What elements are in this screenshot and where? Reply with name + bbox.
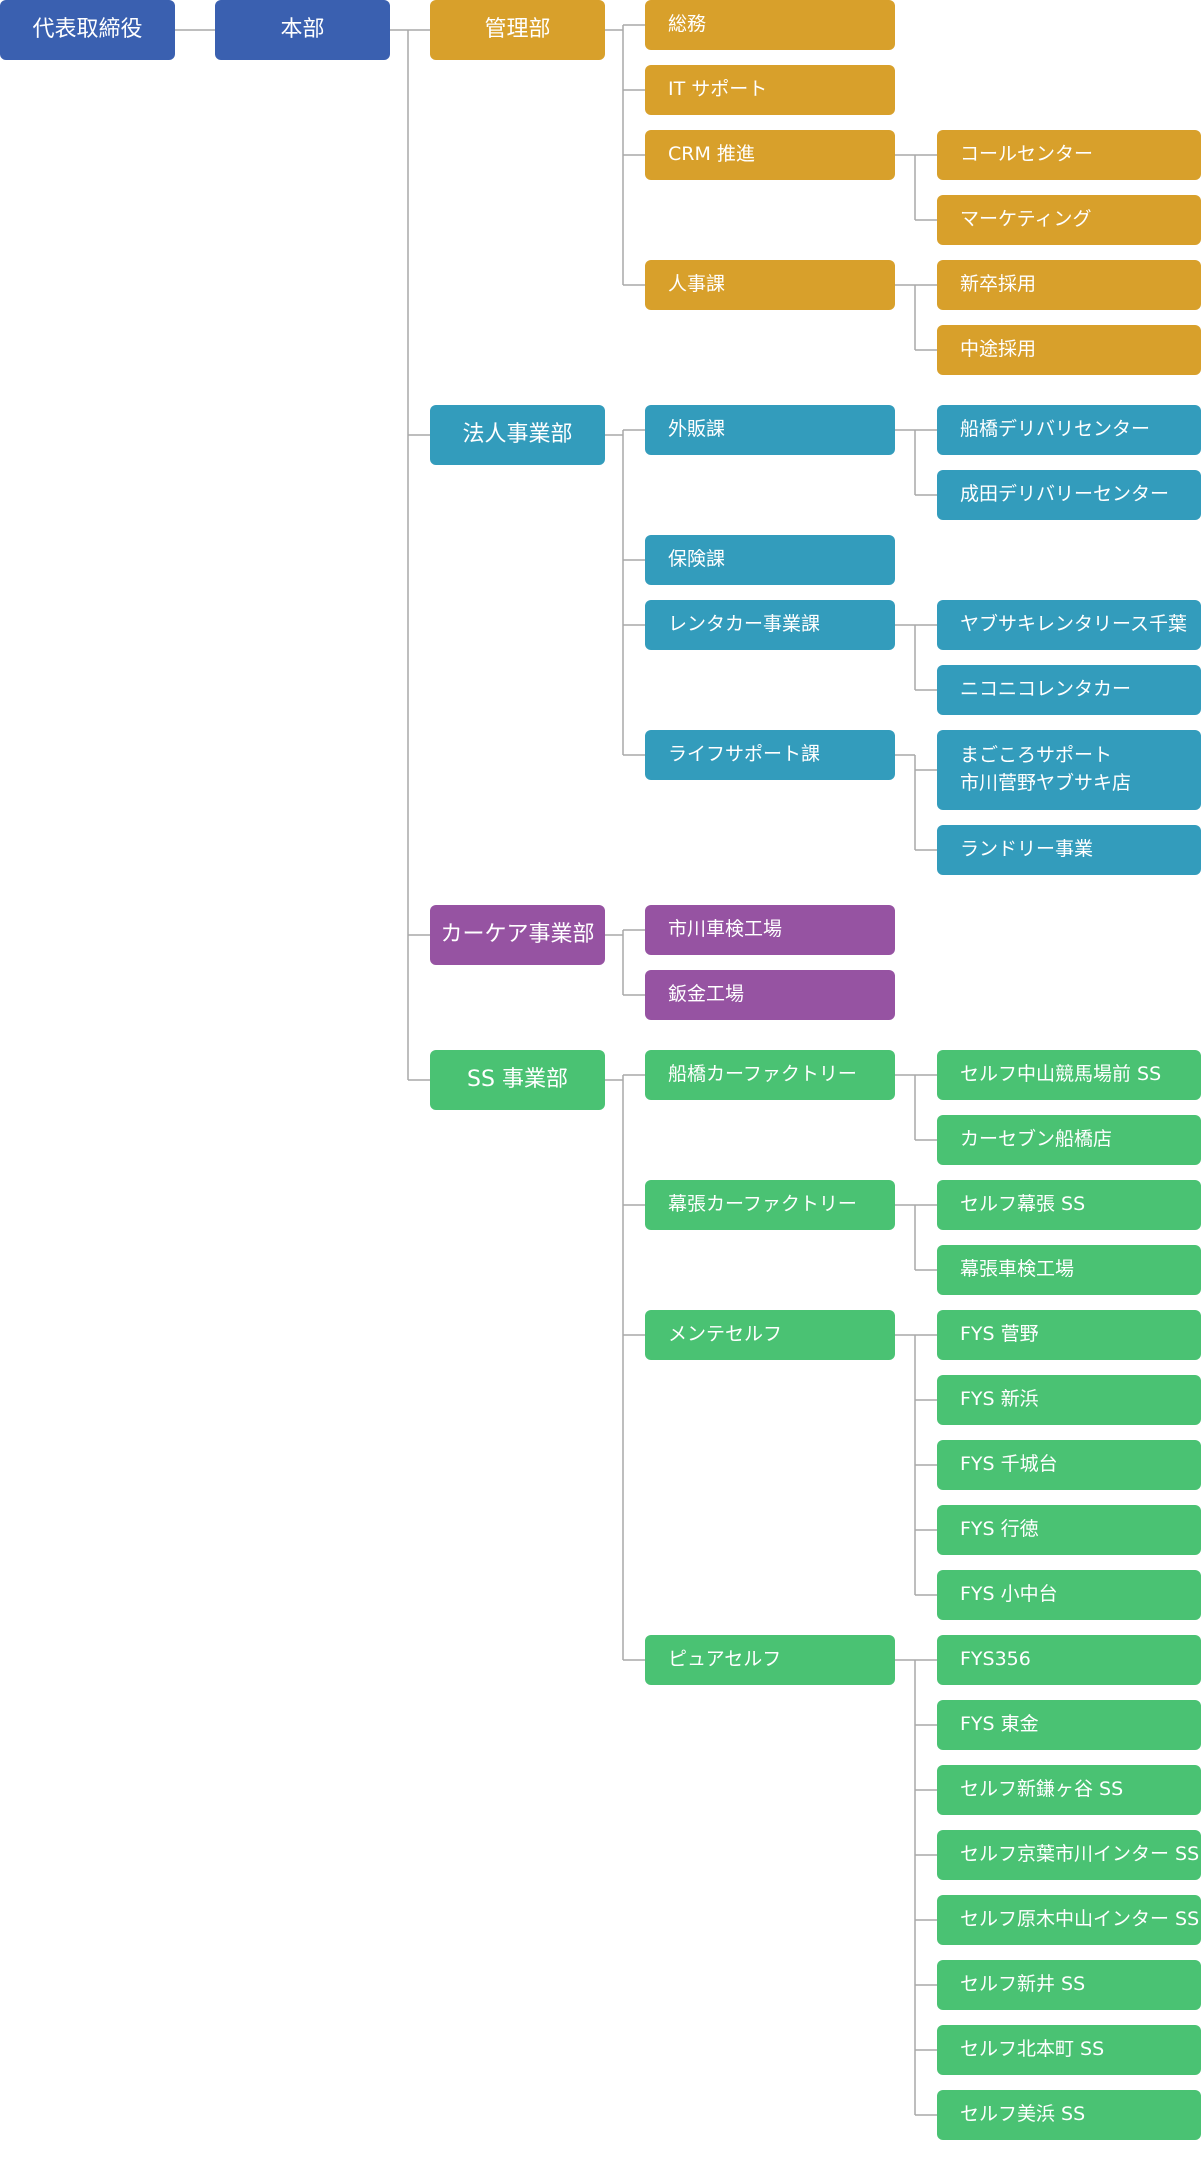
org-node-label: ヤブサキレンタリース千葉: [960, 613, 1188, 636]
org-node-label: セルフ北本町 SS: [960, 2038, 1105, 2061]
org-node-level-4: マーケティング: [937, 195, 1201, 245]
org-node-level-3: メンテセルフ: [645, 1310, 895, 1360]
org-node-label: 本部: [280, 17, 325, 43]
org-node-level-4: ランドリー事業: [937, 825, 1201, 875]
org-node-level-3: 船橋カーファクトリー: [645, 1050, 895, 1100]
org-node-level-4: コールセンター: [937, 130, 1201, 180]
org-node-label: 新卒採用: [960, 273, 1037, 296]
org-node-label: 船橋デリバリセンター: [960, 418, 1151, 441]
org-node-label: 管理部: [484, 17, 551, 43]
org-node-label: FYS356: [960, 1648, 1031, 1671]
org-node-level-0: 代表取締役: [0, 0, 175, 60]
org-node-level-2: カーケア事業部: [430, 905, 605, 965]
org-node-label: セルフ新井 SS: [960, 1973, 1086, 1996]
org-node-level-4: セルフ北本町 SS: [937, 2025, 1201, 2075]
org-node-label: レンタカー事業課: [668, 613, 821, 636]
org-node-level-4: ニコニコレンタカー: [937, 665, 1201, 715]
org-node-label: ライフサポート課: [668, 743, 821, 766]
org-node-label: CRM 推進: [668, 143, 755, 166]
org-node-label: マーケティング: [960, 208, 1092, 231]
org-node-level-4: FYS 行徳: [937, 1505, 1201, 1555]
org-node-label: ランドリー事業: [960, 838, 1094, 861]
org-node-level-4: セルフ幕張 SS: [937, 1180, 1201, 1230]
org-node-label: セルフ新鎌ヶ谷 SS: [960, 1778, 1124, 1801]
org-node-label: カーケア事業部: [440, 922, 595, 948]
org-node-level-4: 船橋デリバリセンター: [937, 405, 1201, 455]
org-node-level-4: FYS 東金: [937, 1700, 1201, 1750]
org-node-label: メンテセルフ: [668, 1323, 783, 1346]
org-node-level-4: セルフ原木中山インター SS: [937, 1895, 1201, 1945]
org-node-level-4: FYS 菅野: [937, 1310, 1201, 1360]
org-node-level-4: 中途採用: [937, 325, 1201, 375]
org-node-level-2: 法人事業部: [430, 405, 605, 465]
org-node-label: FYS 菅野: [960, 1323, 1039, 1346]
org-node-label: 総務: [668, 13, 707, 36]
org-node-level-3: 外販課: [645, 405, 895, 455]
org-node-label: ニコニコレンタカー: [960, 678, 1132, 701]
org-node-label: セルフ京葉市川インター SS: [960, 1843, 1200, 1866]
org-node-label: カーセブン船橋店: [960, 1128, 1113, 1151]
org-node-label: 法人事業部: [462, 422, 573, 448]
org-node-label: まごころサポート 市川菅野ヤブサキ店: [960, 744, 1132, 794]
org-node-label: セルフ美浜 SS: [960, 2103, 1086, 2126]
org-node-level-3: レンタカー事業課: [645, 600, 895, 650]
org-node-label: 船橋カーファクトリー: [668, 1063, 857, 1086]
org-node-level-3: CRM 推進: [645, 130, 895, 180]
org-node-label: FYS 小中台: [960, 1583, 1058, 1606]
org-node-level-2: 管理部: [430, 0, 605, 60]
org-node-level-4: FYS 新浜: [937, 1375, 1201, 1425]
org-node-level-1: 本部: [215, 0, 390, 60]
org-node-level-4: 新卒採用: [937, 260, 1201, 310]
org-node-level-3: 人事課: [645, 260, 895, 310]
org-node-label: FYS 千城台: [960, 1453, 1058, 1476]
org-node-label: FYS 新浜: [960, 1388, 1039, 1411]
org-node-label: 鈑金工場: [668, 983, 745, 1006]
org-node-level-3: 幕張カーファクトリー: [645, 1180, 895, 1230]
org-node-level-3: ライフサポート課: [645, 730, 895, 780]
org-node-level-4: FYS356: [937, 1635, 1201, 1685]
org-node-level-4: セルフ美浜 SS: [937, 2090, 1201, 2140]
org-node-label: 人事課: [668, 273, 726, 296]
org-node-level-4: ヤブサキレンタリース千葉: [937, 600, 1201, 650]
org-node-label: セルフ幕張 SS: [960, 1193, 1086, 1216]
org-node-label: 幕張車検工場: [960, 1258, 1075, 1281]
org-node-label: セルフ原木中山インター SS: [960, 1908, 1200, 1931]
org-node-label: 市川車検工場: [668, 918, 783, 941]
org-node-level-4: 成田デリバリーセンター: [937, 470, 1201, 520]
org-node-level-4: セルフ新井 SS: [937, 1960, 1201, 2010]
org-node-level-3: IT サポート: [645, 65, 895, 115]
org-node-label: 代表取締役: [32, 17, 143, 43]
org-node-level-4: FYS 小中台: [937, 1570, 1201, 1620]
org-node-label: SS 事業部: [467, 1067, 568, 1093]
org-node-label: コールセンター: [960, 143, 1094, 166]
org-node-level-3: 市川車検工場: [645, 905, 895, 955]
org-node-label: FYS 東金: [960, 1713, 1039, 1736]
org-node-level-3: 総務: [645, 0, 895, 50]
org-node-level-4: まごころサポート 市川菅野ヤブサキ店: [937, 730, 1201, 810]
org-node-level-4: FYS 千城台: [937, 1440, 1201, 1490]
org-node-label: 保険課: [668, 548, 726, 571]
org-node-level-3: 鈑金工場: [645, 970, 895, 1020]
org-node-level-3: ピュアセルフ: [645, 1635, 895, 1685]
org-node-level-4: セルフ京葉市川インター SS: [937, 1830, 1201, 1880]
org-node-label: 幕張カーファクトリー: [668, 1193, 857, 1216]
org-node-level-4: セルフ新鎌ヶ谷 SS: [937, 1765, 1201, 1815]
org-node-level-2: SS 事業部: [430, 1050, 605, 1110]
org-node-level-4: 幕張車検工場: [937, 1245, 1201, 1295]
org-node-level-4: カーセブン船橋店: [937, 1115, 1201, 1165]
org-node-label: 成田デリバリーセンター: [960, 483, 1170, 506]
org-node-label: 外販課: [668, 418, 726, 441]
org-node-label: 中途採用: [960, 338, 1037, 361]
org-node-level-4: セルフ中山競馬場前 SS: [937, 1050, 1201, 1100]
org-node-label: セルフ中山競馬場前 SS: [960, 1063, 1162, 1086]
org-node-label: FYS 行徳: [960, 1518, 1039, 1541]
org-node-level-3: 保険課: [645, 535, 895, 585]
org-node-label: ピュアセルフ: [668, 1648, 782, 1671]
org-node-label: IT サポート: [668, 78, 768, 101]
